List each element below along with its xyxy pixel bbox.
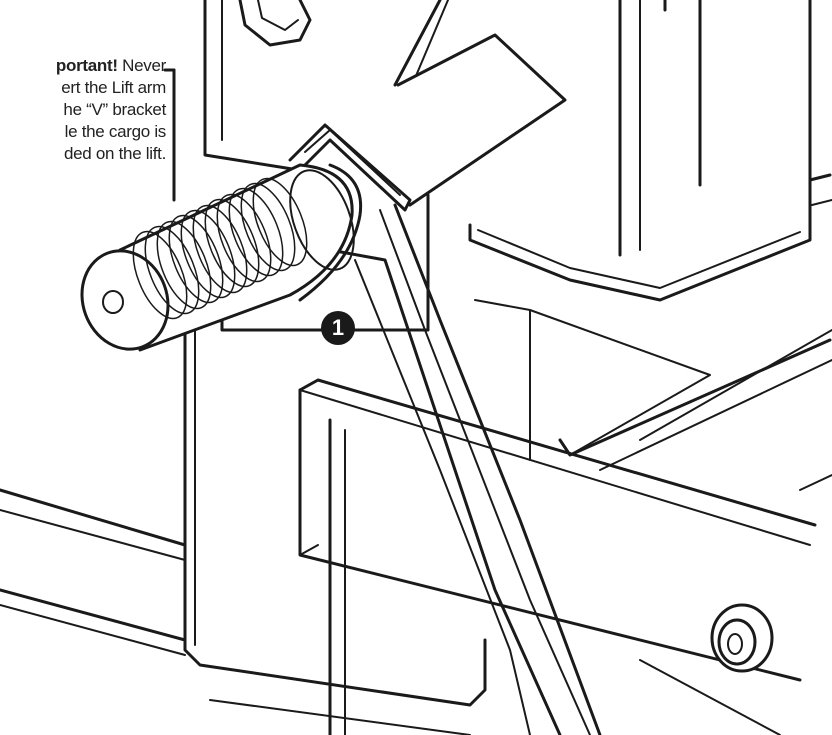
base-frame bbox=[0, 299, 832, 735]
lift-arm-upper bbox=[393, 0, 567, 207]
crossbar bbox=[298, 378, 817, 682]
note-line-4: le the cargo is bbox=[64, 122, 167, 141]
note-line-5: ded on the lift. bbox=[64, 144, 166, 163]
note-emphasis: portant! bbox=[55, 56, 118, 75]
bolt-washer bbox=[710, 603, 774, 673]
lift-handle bbox=[80, 163, 363, 352]
warning-note: portant! Never ert the Lift arm he “V” b… bbox=[0, 55, 166, 165]
upper-right-housing bbox=[468, 0, 832, 302]
note-line-3: he “V” bracket bbox=[63, 100, 166, 119]
upper-plate bbox=[203, 0, 641, 257]
note-after-emphasis: Never bbox=[117, 56, 166, 75]
note-line-1: portant! Never bbox=[0, 55, 166, 77]
note-line-2: ert the Lift arm bbox=[61, 78, 166, 97]
v-bracket bbox=[288, 123, 412, 212]
callout-number-badge: 1 bbox=[321, 311, 355, 345]
hex-bolt bbox=[238, 0, 312, 47]
lift-arm-long bbox=[328, 203, 602, 735]
